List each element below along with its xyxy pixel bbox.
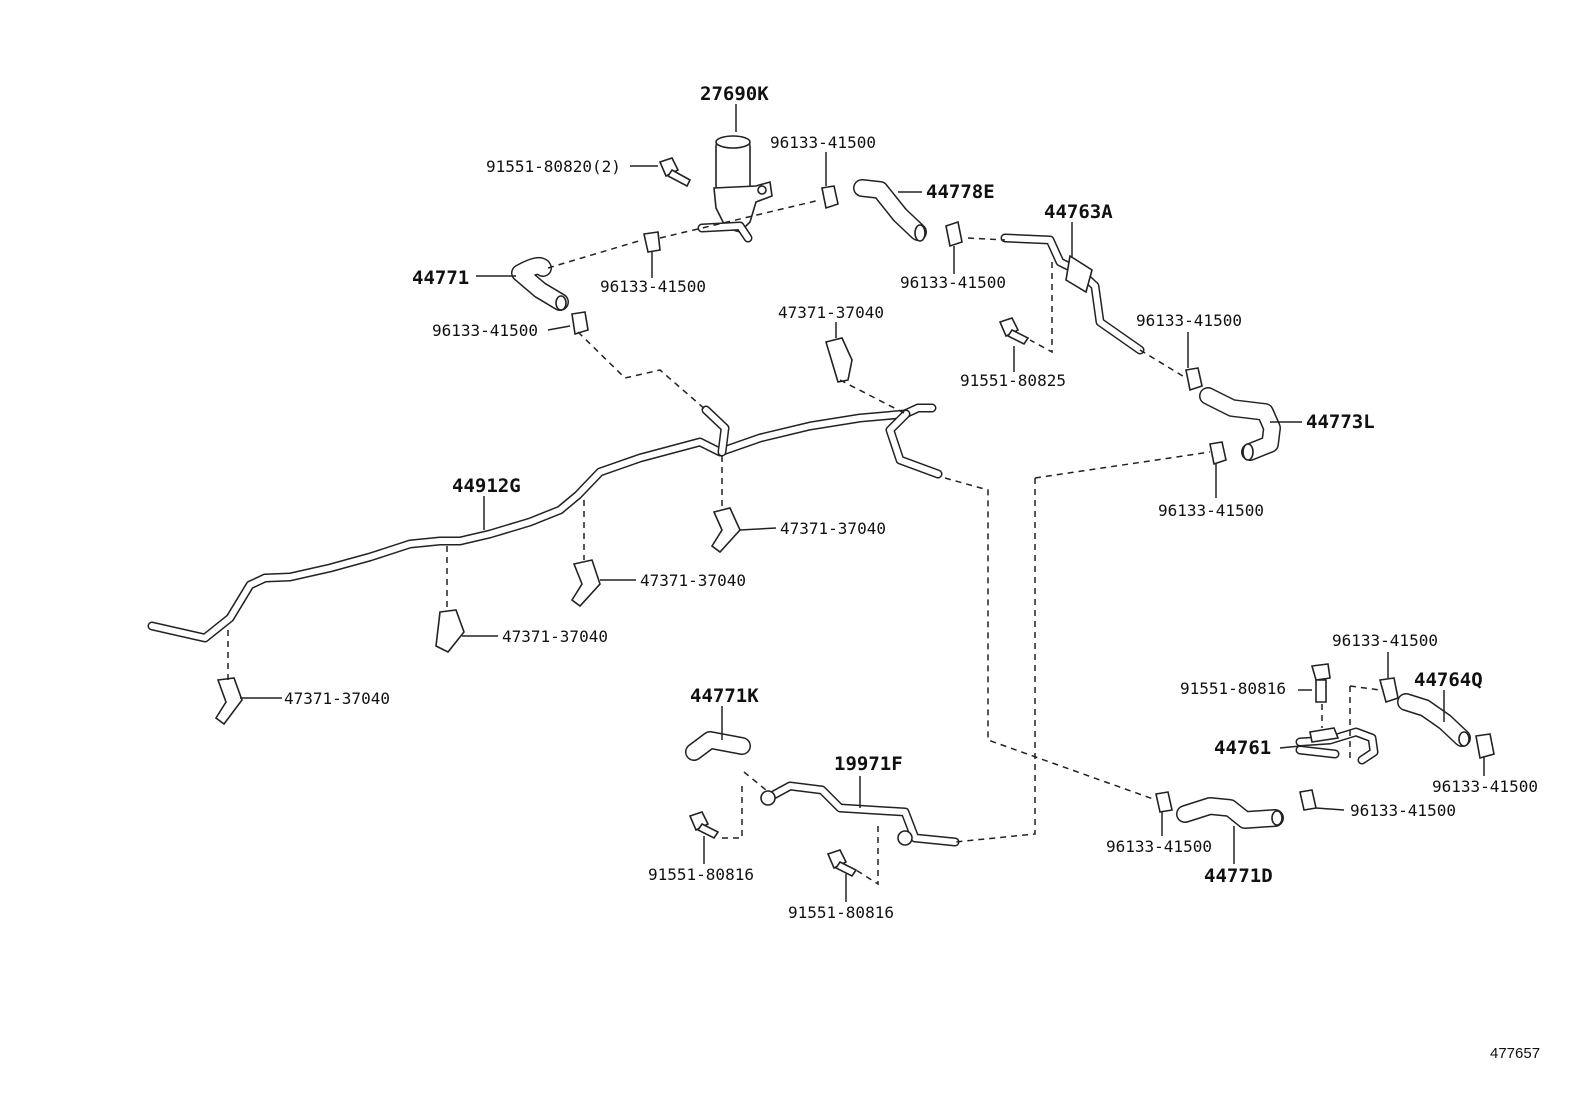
label-47371-37040-top: 47371-37040 bbox=[778, 303, 884, 322]
pipe-19971F bbox=[760, 781, 960, 847]
clamp-icon bbox=[571, 185, 1495, 813]
label-96133-41500-i: 96133-41500 bbox=[1106, 837, 1212, 856]
label-44778E: 44778E bbox=[926, 181, 995, 203]
label-96133-41500-d: 96133-41500 bbox=[1136, 311, 1242, 330]
label-91551-80816-c: 91551-80816 bbox=[788, 903, 894, 922]
label-91551-80825: 91551-80825 bbox=[960, 371, 1066, 390]
hose-44773L bbox=[1199, 387, 1281, 461]
label-47371-37040-b: 47371-37040 bbox=[640, 571, 746, 590]
label-44764Q: 44764Q bbox=[1414, 669, 1483, 691]
assembly-lines bbox=[227, 199, 1381, 886]
pipe-44761 bbox=[1295, 727, 1379, 765]
hose-44771 bbox=[511, 256, 569, 311]
labels: 27690K 91551-80820(2) 96133-41500 44778E… bbox=[284, 83, 1540, 1062]
label-44912G: 44912G bbox=[452, 475, 521, 497]
label-96133-41500-g: 96133-41500 bbox=[1432, 777, 1538, 796]
leader-lines bbox=[240, 104, 1485, 902]
label-47371-37040-a: 47371-37040 bbox=[780, 519, 886, 538]
label-47371-37040-d: 47371-37040 bbox=[284, 689, 390, 708]
label-44761: 44761 bbox=[1214, 737, 1271, 759]
diagram-id: 477657 bbox=[1490, 1045, 1540, 1062]
bolt-icon bbox=[688, 317, 1331, 878]
label-96133-41500-c: 96133-41500 bbox=[432, 321, 538, 340]
label-96133-41500-h: 96133-41500 bbox=[1350, 801, 1456, 820]
label-44773L: 44773L bbox=[1306, 411, 1375, 433]
pipe-clip-icon bbox=[214, 337, 853, 726]
label-19971F: 19971F bbox=[834, 753, 903, 775]
hose-44771D bbox=[1176, 797, 1284, 829]
label-27690K: 27690K bbox=[700, 83, 769, 105]
hose-44778E bbox=[853, 179, 927, 242]
label-91551-80820: 91551-80820(2) bbox=[486, 157, 621, 176]
label-96133-41500-top: 96133-41500 bbox=[770, 133, 876, 152]
vsv-valve-27690K bbox=[697, 135, 773, 243]
label-44771: 44771 bbox=[412, 267, 469, 289]
label-96133-41500-f: 96133-41500 bbox=[1332, 631, 1438, 650]
hose-44764Q bbox=[1397, 693, 1471, 747]
pipe-44763A bbox=[1000, 233, 1145, 355]
label-44771D: 44771D bbox=[1204, 865, 1273, 887]
hose-44771K bbox=[685, 731, 751, 761]
label-91551-80816-b: 91551-80816 bbox=[648, 865, 754, 884]
label-96133-41500-e: 96133-41500 bbox=[1158, 501, 1264, 520]
pipe-44912G bbox=[147, 403, 943, 643]
label-47371-37040-c: 47371-37040 bbox=[502, 627, 608, 646]
label-44771K: 44771K bbox=[690, 685, 759, 707]
label-44763A: 44763A bbox=[1044, 201, 1113, 223]
label-91551-80816-a: 91551-80816 bbox=[1180, 679, 1286, 698]
bolt-91551-80820 bbox=[658, 157, 692, 188]
label-96133-41500-b: 96133-41500 bbox=[900, 273, 1006, 292]
label-96133-41500-a: 96133-41500 bbox=[600, 277, 706, 296]
